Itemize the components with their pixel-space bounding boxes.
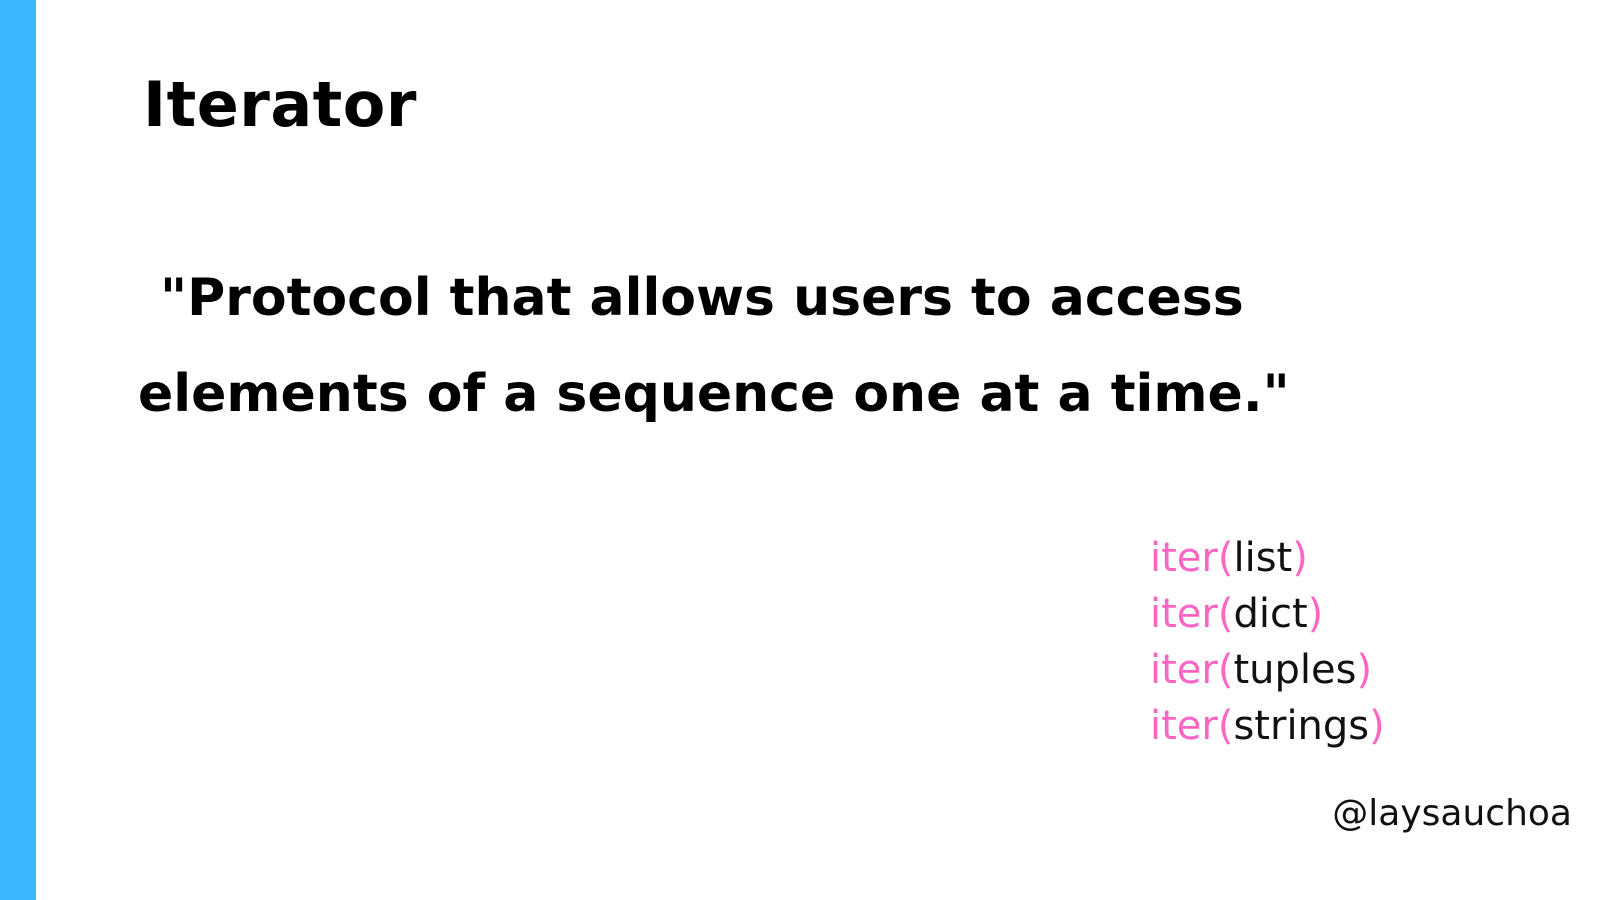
code-examples: iter(list) iter(dict) iter(tuples) iter(… bbox=[1150, 530, 1385, 754]
code-func: iter bbox=[1150, 703, 1218, 749]
code-close-paren: ) bbox=[1356, 647, 1373, 693]
code-func: iter bbox=[1150, 591, 1218, 637]
quote-line-2: elements of a sequence one at a time." bbox=[138, 364, 1290, 424]
code-close-paren: ) bbox=[1292, 535, 1308, 581]
author-handle: @laysauchoa bbox=[1332, 793, 1572, 834]
code-example: iter(strings) bbox=[1150, 698, 1385, 754]
code-example: iter(dict) bbox=[1150, 586, 1385, 642]
code-arg: list bbox=[1233, 535, 1293, 581]
code-close-paren: ) bbox=[1369, 703, 1385, 749]
code-open-paren: ( bbox=[1217, 591, 1234, 637]
code-example: iter(tuples) bbox=[1150, 642, 1385, 698]
quote-line-1: "Protocol that allows users to access bbox=[160, 268, 1244, 328]
code-arg: dict bbox=[1233, 591, 1308, 637]
code-arg: strings bbox=[1233, 703, 1370, 749]
code-open-paren: ( bbox=[1217, 647, 1234, 693]
code-open-paren: ( bbox=[1217, 703, 1234, 749]
code-open-paren: ( bbox=[1217, 535, 1234, 581]
code-func: iter bbox=[1150, 535, 1218, 581]
accent-bar bbox=[0, 0, 36, 900]
slide-title: Iterator bbox=[143, 68, 417, 141]
definition-quote: "Protocol that allows users to access el… bbox=[138, 250, 1438, 442]
code-arg: tuples bbox=[1233, 647, 1357, 693]
code-func: iter bbox=[1150, 647, 1218, 693]
code-close-paren: ) bbox=[1307, 591, 1324, 637]
code-example: iter(list) bbox=[1150, 530, 1385, 586]
